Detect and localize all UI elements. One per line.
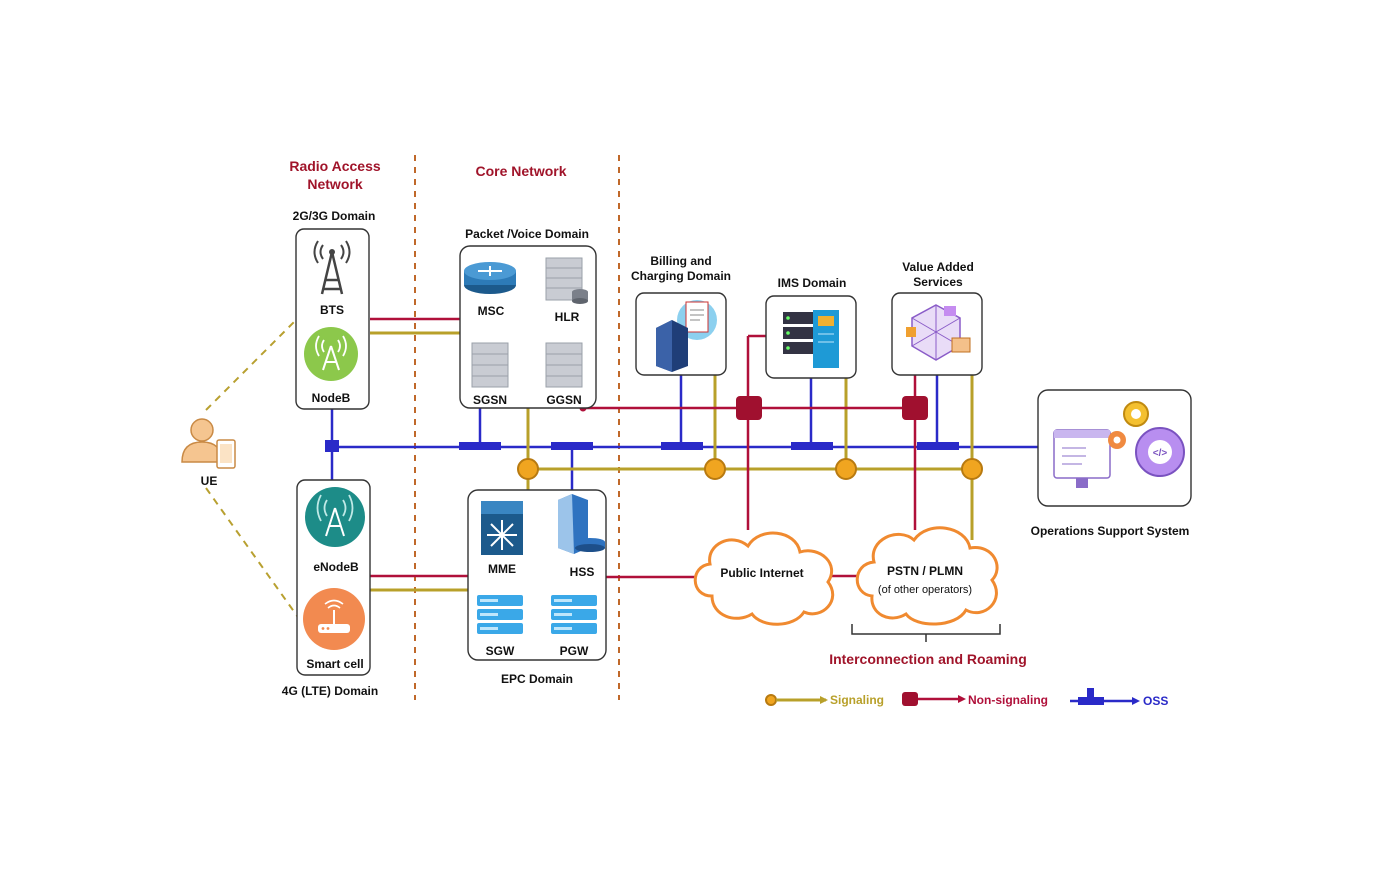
smartcell-label: Smart cell	[306, 657, 363, 671]
signaling-node	[835, 458, 857, 480]
sgsn-label: SGSN	[473, 393, 507, 407]
domain-label-oss: Operations Support System	[1031, 524, 1190, 538]
pgw-label: PGW	[560, 644, 589, 658]
domain-label-billing-line1: Billing and	[650, 254, 711, 268]
nodeb-label: NodeB	[312, 391, 351, 405]
server-rack-icon	[545, 342, 583, 388]
domain-label-packet-voice: Packet /Voice Domain	[465, 227, 589, 241]
oss-joint	[917, 442, 959, 450]
signaling-node	[704, 458, 726, 480]
bts-label: BTS	[320, 303, 344, 317]
ue-label: UE	[201, 474, 218, 488]
switch-icon	[481, 501, 523, 555]
legend-signaling-label: Signaling	[830, 693, 884, 707]
server-stack-icon	[477, 595, 523, 634]
radio-tower-icon	[313, 240, 351, 295]
section-title-core: Core Network	[475, 163, 566, 179]
section-title-ran-line2: Network	[307, 176, 362, 192]
server-with-disk-icon	[558, 494, 605, 554]
domain-label-2g3g: 2G/3G Domain	[293, 209, 376, 223]
public-internet-label: Public Internet	[720, 566, 803, 580]
domain-label-vas-line2: Services	[913, 275, 963, 289]
domain-label-4g: 4G (LTE) Domain	[282, 684, 378, 698]
antenna-circle-icon	[304, 327, 358, 381]
hlr-label: HLR	[555, 310, 580, 324]
legend: Signaling Non-signaling OSS	[765, 688, 1168, 708]
user-with-phone-icon	[181, 418, 236, 469]
legend-non-signaling-label: Non-signaling	[968, 693, 1048, 707]
router-circle-icon	[303, 588, 365, 650]
ue-node: UE	[181, 418, 236, 488]
data-junction-internet	[736, 396, 762, 420]
signaling-node	[517, 458, 539, 480]
router-icon	[464, 262, 516, 294]
legend-signaling-arrow	[820, 696, 828, 704]
oss-joint	[661, 442, 703, 450]
ue-link-top	[205, 319, 297, 411]
legend-oss-label: OSS	[1143, 694, 1168, 708]
pstn-plmn-cloud: PSTN / PLMN (of other operators)	[855, 526, 999, 626]
legend-oss-arrow	[1132, 697, 1140, 705]
enodeb-label: eNodeB	[313, 560, 359, 574]
legend-non-signaling-node	[902, 692, 918, 706]
signaling-node	[961, 458, 983, 480]
domain-label-ims: IMS Domain	[778, 276, 847, 290]
server-rack-icon	[471, 342, 509, 388]
data-junction-pstn	[902, 396, 928, 420]
server-stack-icon	[551, 595, 597, 634]
pstn-plmn-sublabel: (of other operators)	[878, 584, 972, 596]
interconnection-brace	[851, 624, 1001, 642]
mme-label: MME	[488, 562, 516, 576]
database-server-icon	[545, 257, 588, 304]
legend-oss-joint	[1078, 697, 1104, 705]
msc-label: MSC	[478, 304, 505, 318]
svg-text:</>: </>	[1153, 448, 1168, 459]
legend-non-signaling-arrow	[958, 695, 966, 703]
section-title-ran-line1: Radio Access	[289, 158, 381, 174]
ue-link-bottom	[205, 487, 301, 621]
sgw-label: SGW	[486, 644, 515, 658]
network-hexagon-icon	[906, 304, 971, 361]
gears-monitor-icon: </>	[1053, 401, 1185, 488]
oss-joint	[325, 440, 339, 452]
billing-server-icon	[656, 300, 717, 372]
oss-joint	[791, 442, 833, 450]
legend-signaling-dot	[765, 694, 777, 706]
legend-oss-joint-stem	[1087, 688, 1094, 698]
public-internet-cloud: Public Internet	[693, 531, 835, 626]
hss-label: HSS	[570, 565, 595, 579]
ims-server-icon	[783, 310, 839, 368]
interconnection-label: Interconnection and Roaming	[829, 651, 1027, 667]
ggsn-label: GGSN	[546, 393, 581, 407]
domain-label-vas-line1: Value Added	[902, 260, 974, 274]
domain-label-billing-line2: Charging Domain	[631, 269, 731, 283]
cell-tower-circle-icon	[305, 487, 365, 547]
oss-joint	[551, 442, 593, 450]
domain-label-epc: EPC Domain	[501, 672, 573, 686]
oss-joint	[459, 442, 501, 450]
pstn-plmn-label: PSTN / PLMN	[887, 564, 963, 578]
